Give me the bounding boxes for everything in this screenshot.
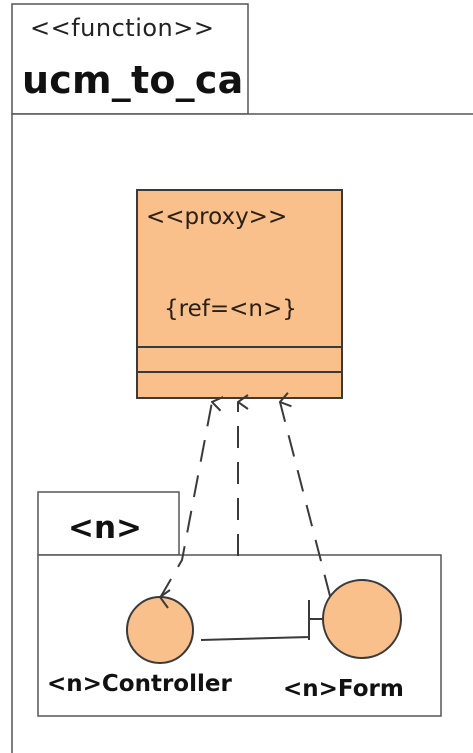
proxy-class-body: [136, 189, 343, 399]
function-frame-tab: [11, 3, 249, 115]
controller-arrowhead: [158, 589, 171, 609]
form-circle: [322, 579, 402, 659]
controller-circle: [126, 596, 194, 664]
package-name[interactable]: <n>: [68, 510, 143, 546]
function-name[interactable]: ucm_to_ca: [22, 58, 244, 102]
controller-element[interactable]: [126, 589, 194, 664]
form-label: <n>Form: [283, 676, 404, 702]
form-element[interactable]: [308, 579, 402, 659]
dependency-arrow-controller: [159, 402, 212, 599]
controller-label: <n>Controller: [47, 671, 232, 697]
function-stereotype: <<function>>: [30, 14, 215, 42]
proxy-tagged-value: {ref=<n>}: [164, 296, 297, 322]
package-tab: [37, 491, 180, 556]
proxy-stereotype: <<proxy>>: [146, 204, 288, 230]
proxy-class[interactable]: [136, 189, 343, 399]
